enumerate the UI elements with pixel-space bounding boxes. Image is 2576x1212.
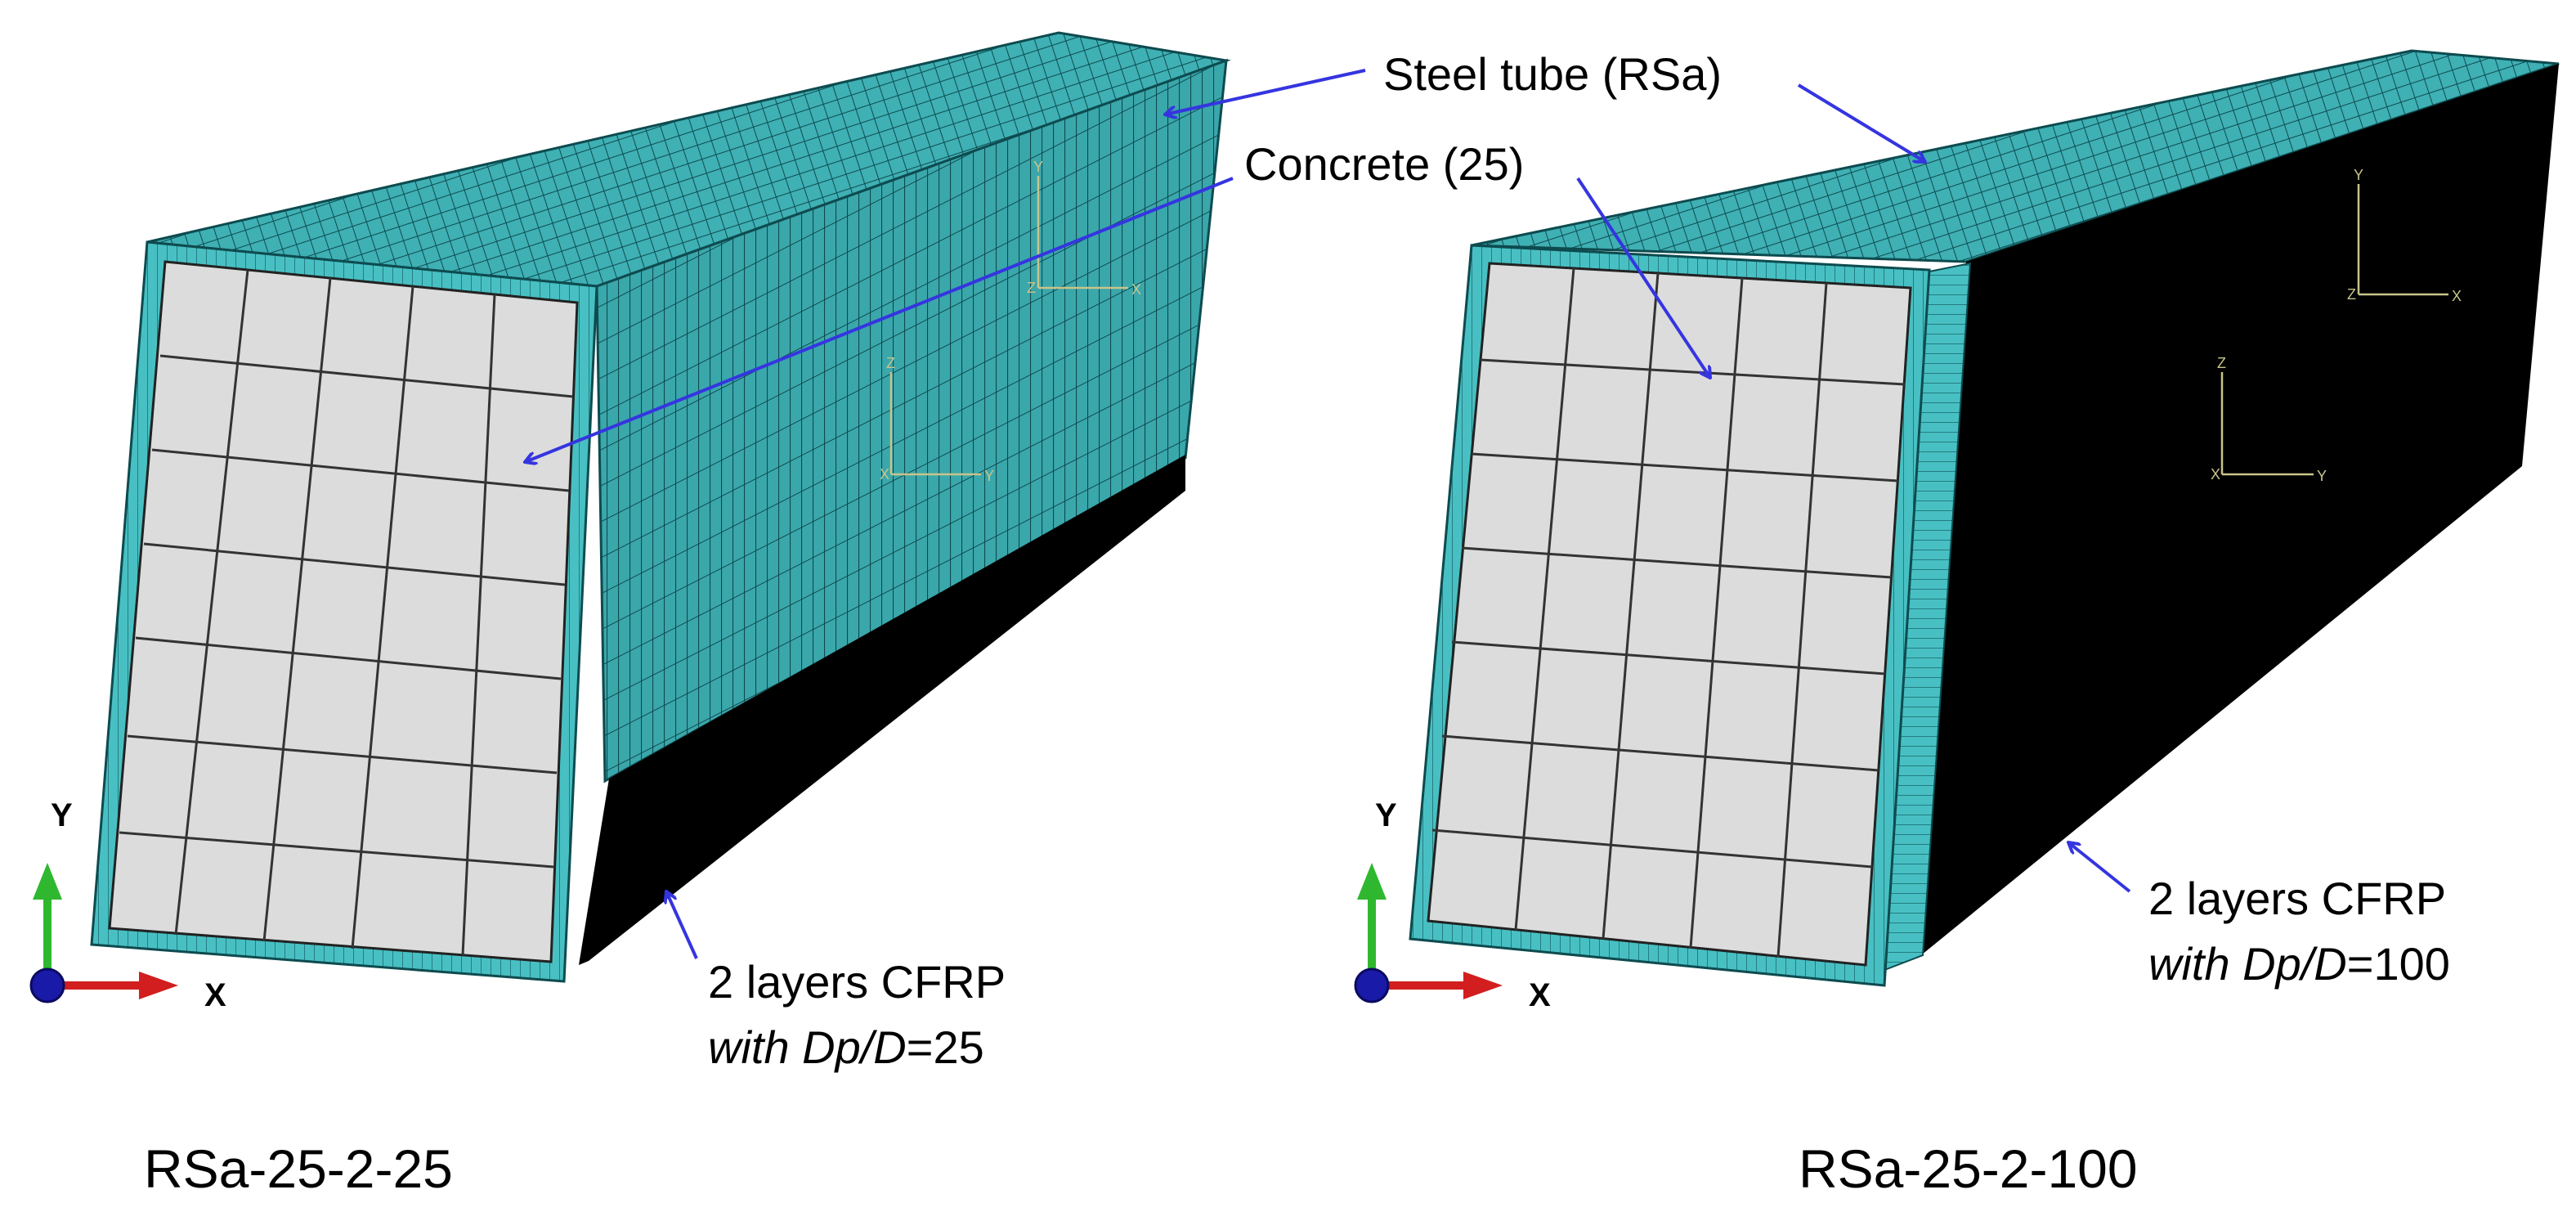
- right-concrete-face: [1427, 262, 1912, 967]
- right-cfrp-label-line1: 2 layers CFRP: [2148, 873, 2446, 924]
- concrete-right-leader-arrow-icon: [1576, 177, 1710, 378]
- right-model: Y X Z Z Y X Y X: [1354, 49, 2560, 1013]
- left-model: Y X Z Z Y X Y X: [29, 31, 1231, 1013]
- svg-text:X: X: [1529, 977, 1551, 1013]
- steel-tube-right-leader-arrow-icon: [1797, 83, 1925, 162]
- right-concrete-mesh: [1431, 267, 1906, 958]
- left-concrete-face: [108, 260, 579, 963]
- left-cfrp-label-line2: with Dp/D=25: [708, 1021, 984, 1073]
- left-model-caption: RSa-25-2-25: [144, 1138, 453, 1199]
- svg-text:Z: Z: [2347, 286, 2356, 303]
- svg-text:Y: Y: [2317, 468, 2327, 484]
- right-cfrp-wrap: [1917, 64, 2559, 958]
- svg-text:Z: Z: [886, 355, 895, 371]
- svg-text:Y: Y: [1375, 797, 1397, 833]
- left-cfrp-wrap: [579, 455, 1185, 965]
- right-cfrp-label-line2: with Dp/D=100: [2148, 938, 2450, 990]
- callouts: Steel tube (RSa) Concrete (25) 2 layers …: [525, 48, 2450, 1073]
- svg-text:Z: Z: [2217, 355, 2226, 371]
- concrete-left-leader-arrow-icon: [525, 177, 1234, 462]
- svg-text:Y: Y: [51, 797, 73, 833]
- svg-text:X: X: [204, 977, 226, 1013]
- right-mini-axes-icon: Y X Z Z Y X: [2211, 167, 2462, 484]
- svg-text:X: X: [2211, 466, 2220, 483]
- left-view-triad-icon: Y X: [29, 797, 226, 1013]
- concrete-label: Concrete (25): [1244, 138, 1524, 190]
- left-cfrp-leader-arrow-icon: [666, 891, 698, 959]
- svg-text:Y: Y: [2354, 167, 2363, 183]
- svg-text:Y: Y: [984, 468, 994, 484]
- svg-text:Z: Z: [1027, 280, 1036, 296]
- left-mini-axes-icon: Y X Z Z Y X: [880, 159, 1141, 484]
- steel-tube-left-leader-arrow-icon: [1165, 69, 1366, 114]
- svg-text:X: X: [880, 466, 889, 483]
- steel-tube-label: Steel tube (RSa): [1383, 48, 1722, 100]
- left-cfrp-label-line1: 2 layers CFRP: [708, 956, 1006, 1008]
- right-model-caption: RSa-25-2-100: [1799, 1138, 2138, 1199]
- svg-text:X: X: [1131, 281, 1141, 298]
- svg-text:Y: Y: [1033, 159, 1043, 175]
- left-concrete-mesh: [119, 269, 574, 956]
- right-cfrp-leader-arrow-icon: [2068, 842, 2131, 893]
- right-view-triad-icon: Y X: [1354, 797, 1551, 1013]
- svg-text:X: X: [2452, 288, 2462, 304]
